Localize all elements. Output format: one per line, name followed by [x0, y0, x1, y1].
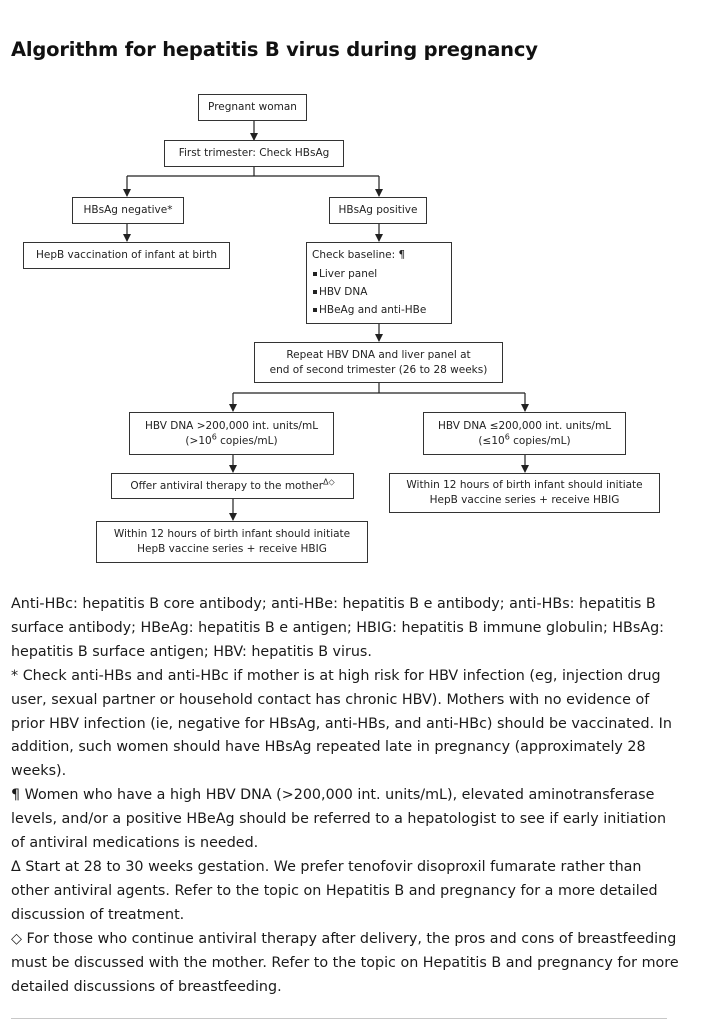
bottom-divider	[11, 1018, 667, 1019]
offer-antiviral-label: Offer antiviral therapy to the motherΔ◇	[130, 477, 335, 492]
first-trimester-label: First trimester: Check HBsAg	[178, 147, 330, 159]
footnote-pilcrow: ¶ Women who have a high HBV DNA (>200,00…	[11, 787, 667, 852]
within-12-right-line-2: HepB vaccine series + receive HBIG	[429, 494, 620, 506]
pregnant-woman-label: Pregnant woman	[208, 101, 297, 113]
dna-high-line-1: HBV DNA >200,000 int. units/mL	[144, 419, 319, 432]
hbsag-negative-box: HBsAg negative*	[72, 197, 184, 224]
within-12-hours-left-box: Within 12 hours of birth infant should i…	[96, 521, 368, 563]
dna-high-box: HBV DNA >200,000 int. units/mL (>106 cop…	[129, 412, 334, 455]
footnotes: Anti-HBc: hepatitis B core antibody; ant…	[11, 593, 681, 999]
hbsag-positive-label: HBsAg positive	[338, 204, 418, 216]
hepb-vaccination-infant-label: HepB vaccination of infant at birth	[35, 249, 218, 261]
page-title: Algorithm for hepatitis B virus during p…	[11, 38, 538, 61]
footnote-diamond: ◇ For those who continue antiviral thera…	[11, 930, 679, 995]
dna-low-line-1: HBV DNA ≤200,000 int. units/mL	[437, 419, 612, 432]
within-12-hours-right-box: Within 12 hours of birth infant should i…	[389, 473, 660, 513]
footnote-star: * Check anti-HBs and anti-HBc if mother …	[11, 667, 672, 780]
footnote-marks: Δ◇	[323, 477, 335, 486]
dna-high-line-2: (>106 copies/mL)	[185, 432, 278, 447]
offer-antiviral-box: Offer antiviral therapy to the motherΔ◇	[111, 473, 354, 499]
baseline-item-hbv-dna: HBV DNA	[312, 283, 426, 301]
hepb-vaccination-infant-box: HepB vaccination of infant at birth	[23, 242, 230, 269]
first-trimester-box: First trimester: Check HBsAg	[164, 140, 344, 167]
check-baseline-heading: Check baseline: ¶	[312, 249, 406, 261]
within-12-left-line-2: HepB vaccine series + receive HBIG	[137, 543, 327, 555]
footnote-abbreviations: Anti-HBc: hepatitis B core antibody; ant…	[11, 596, 664, 660]
footnote-delta: Δ Start at 28 to 30 weeks gestation. We …	[11, 858, 658, 923]
hbv-pregnancy-flowchart: Pregnant woman First trimester: Check HB…	[23, 94, 660, 563]
dna-low-box: HBV DNA ≤200,000 int. units/mL (≤106 cop…	[423, 412, 626, 455]
within-12-left-line-1: Within 12 hours of birth infant should i…	[113, 528, 351, 540]
repeat-hbv-dna-box: Repeat HBV DNA and liver panel at end of…	[254, 342, 503, 383]
baseline-item-liver-panel: Liver panel	[312, 265, 426, 283]
baseline-item-hbeag-anti-hbe: HBeAg and anti-HBe	[312, 301, 426, 319]
hbsag-positive-box: HBsAg positive	[329, 197, 427, 224]
check-baseline-list: Liver panel HBV DNA HBeAg and anti-HBe	[312, 265, 426, 319]
repeat-line-2: end of second trimester (26 to 28 weeks)	[269, 363, 488, 376]
dna-low-line-2: (≤106 copies/mL)	[478, 432, 571, 447]
check-baseline-box: Check baseline: ¶ Liver panel HBV DNA HB…	[306, 242, 452, 324]
within-12-right-line-1: Within 12 hours of birth infant should i…	[406, 479, 643, 491]
repeat-line-1: Repeat HBV DNA and liver panel at	[286, 348, 471, 361]
flowchart-connectors	[123, 120, 529, 521]
hbsag-negative-label: HBsAg negative*	[83, 204, 173, 216]
pregnant-woman-box: Pregnant woman	[198, 94, 307, 121]
